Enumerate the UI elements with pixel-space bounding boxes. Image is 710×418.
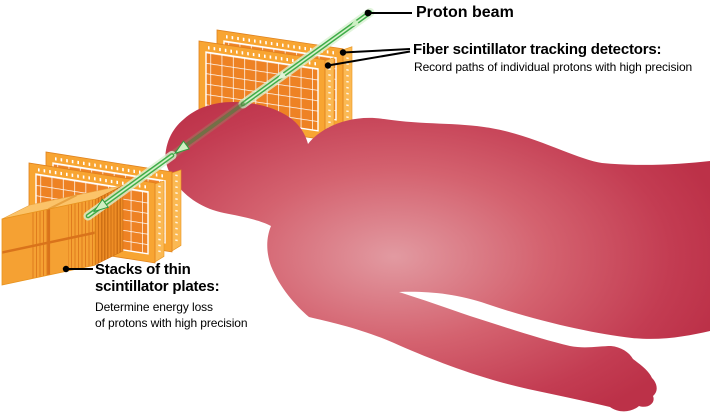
stack-front-face — [1, 198, 96, 286]
beam-arrowhead-icon — [92, 198, 110, 213]
fiber-detectors-description: Record paths of individual protons with … — [414, 60, 693, 74]
leader-dot-icon — [339, 49, 347, 56]
leader-lines — [66, 12, 412, 270]
stacks-heading: Stacks of thin scintillator plates: — [95, 261, 220, 295]
patient-silhouette — [165, 102, 710, 412]
leader-dot-icon — [62, 265, 70, 273]
leader-fiber-back-panel — [342, 48, 411, 54]
beam-chevron-icon — [277, 71, 287, 80]
stacks-description-line1: Determine energy loss — [95, 300, 213, 314]
leader-dots — [62, 9, 372, 273]
stacks-heading-line2: scintillator plates: — [95, 278, 220, 295]
stacks-heading-line1: Stacks of thin — [95, 261, 191, 278]
beam-chevron-icon — [350, 18, 360, 27]
leader-dot-icon — [364, 9, 372, 17]
stack-top-division — [48, 194, 77, 211]
stacks-description-line2: of protons with high precision — [95, 316, 248, 330]
leader-fiber-front-panel — [327, 50, 411, 67]
proton-beam-label: Proton beam — [416, 4, 514, 21]
leader-dot-icon — [324, 62, 332, 69]
fiber-detectors-heading: Fiber scintillator tracking detectors: — [413, 41, 662, 58]
stacks-description: Determine energy loss of protons with hi… — [95, 299, 248, 331]
beam-arrowhead-icon — [173, 140, 191, 155]
